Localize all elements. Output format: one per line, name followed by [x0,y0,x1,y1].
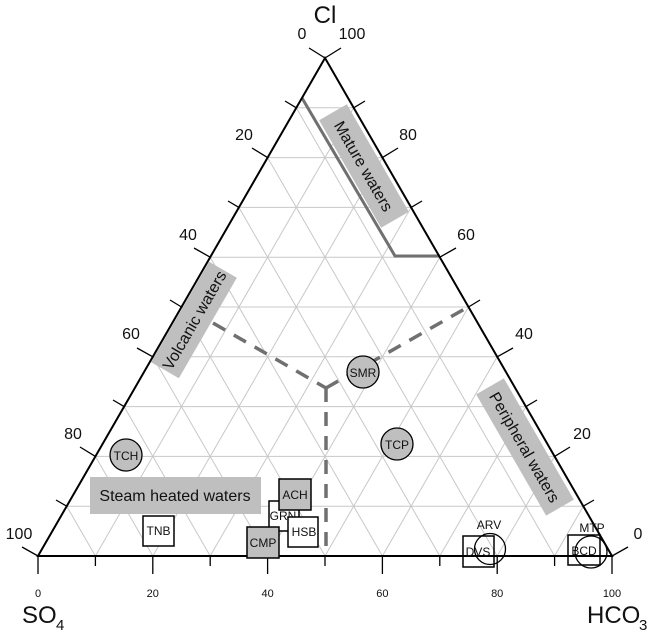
axis-title-so4-main: SO [22,602,57,629]
point-bcd: BCD [567,534,601,566]
tick-label: 100 [339,26,366,43]
axis-title-hco3: HCO 3 [587,602,647,634]
region-mature-waters: Mature waters [319,104,409,228]
point-cmp: CMP [246,526,280,559]
point-label: ARV [477,518,501,532]
axis-title-hco3-sub: 3 [639,617,647,634]
point-label: ACH [282,488,307,502]
point-label: DVS [466,545,491,559]
dashed-boundaries [212,305,469,556]
point-hsb: HSB [287,516,319,548]
tick-label: 80 [491,588,503,600]
tick-label: 20 [147,588,159,600]
point-tch: TCH [109,438,143,472]
point-ach: ACH [278,478,312,511]
tick-label: 60 [457,227,475,244]
tick-label: 0 [35,588,41,600]
tick-label: 80 [399,127,417,144]
axis-title-so4-sub: 4 [56,617,64,634]
tick-label: 0 [634,526,643,543]
region-label-steam: Steam heated waters [99,488,250,505]
point-label: HSB [292,525,317,539]
region-volcanic-waters: Volcanic waters [151,261,237,379]
tick-label: 100 [6,526,33,543]
tick-label: 40 [515,326,533,343]
point-label: CMP [250,536,277,550]
point-mtp: MTP [574,521,608,569]
right-tick-labels: 100 80 60 40 20 0 [339,26,643,543]
region-steam-heated-waters: Steam heated waters [90,477,261,514]
point-label: MTP [579,521,604,535]
region-peripheral-waters: Peripheral waters [476,378,574,516]
bottom-tick-labels: 0 20 40 60 80 100 [35,588,621,600]
tick-label: 0 [298,26,307,43]
point-dvs: DVS [462,535,495,568]
tick-label: 60 [376,588,388,600]
tick-label: 20 [573,426,591,443]
point-label: TCP [385,438,409,452]
left-edge-ticks [21,47,326,557]
point-tcp: TCP [380,427,414,461]
right-edge-ticks [324,47,629,557]
tick-label: 40 [261,588,273,600]
tick-label: 100 [603,588,621,600]
data-points: TCH TNB SMR TCP GRN HSB ACH [109,355,608,569]
point-arv: ARV [473,518,507,566]
tick-label: 60 [122,326,140,343]
point-label: SMR [350,366,377,380]
mature-boundary-line [300,97,440,258]
point-tnb: TNB [142,515,175,547]
grid [66,107,584,557]
point-label: TCH [114,449,139,463]
bottom-edge-ticks [37,556,613,574]
axis-title-cl: Cl [314,2,337,29]
axis-title-so4: SO 4 [22,602,64,634]
tick-label: 40 [179,227,197,244]
axis-title-hco3-main: HCO [587,602,640,629]
point-smr: SMR [346,355,380,389]
left-tick-labels: 0 20 40 60 80 100 [6,26,307,543]
point-label: BCD [571,544,597,558]
tick-label: 20 [235,127,253,144]
tick-label: 80 [64,426,82,443]
point-label: TNB [147,524,171,538]
